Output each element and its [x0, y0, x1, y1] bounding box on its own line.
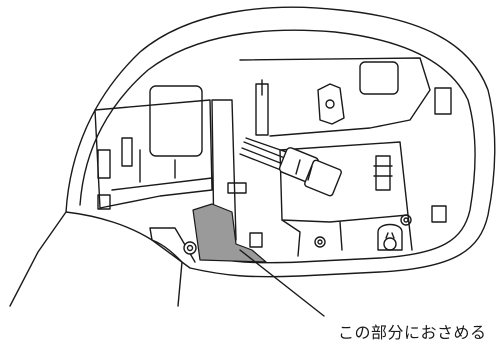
screw-cover-inner: [186, 244, 194, 252]
center-tab-bottom: [249, 232, 263, 248]
mirror-shell-outer: [65, 6, 496, 278]
center-tab-top: [227, 182, 247, 194]
shell-side-left: [9, 211, 67, 307]
connector-slot-ticks: [373, 165, 393, 177]
connector-slot: [375, 155, 391, 191]
bracket-lower-right-hole: [383, 237, 397, 251]
screw-lower-right: [400, 214, 412, 226]
caption-label: この部分におさめる: [338, 323, 487, 342]
connector-plug: [278, 147, 342, 197]
hook-hole: [325, 99, 335, 109]
screw-cover: [183, 241, 197, 255]
left-slot-2: [121, 137, 133, 167]
hook-bracket: [317, 83, 345, 125]
screw-center-inner: [317, 239, 323, 245]
connector-bracket-frame: [279, 141, 409, 223]
lower-rib: [281, 214, 413, 257]
highlighted-cover: [192, 203, 267, 263]
bracket-lower-right-clip: [385, 232, 395, 239]
mirror-shell-inner-rim: [79, 29, 476, 264]
bracket-lower-right: [377, 223, 403, 251]
left-slot-1: [97, 149, 111, 179]
center-post: [255, 79, 269, 136]
shell-side-right: [151, 239, 183, 307]
lower-right-tab: [431, 205, 447, 223]
screw-center: [314, 236, 326, 248]
left-divider: [111, 149, 213, 191]
upper-rib: [239, 57, 431, 137]
left-slot-3: [97, 194, 111, 210]
upper-right-tab-2: [434, 87, 452, 115]
left-window: [149, 85, 203, 157]
leader-line: [239, 249, 325, 317]
screw-lower-right-inner: [403, 217, 409, 223]
upper-right-tab: [359, 61, 399, 95]
wire-harness: [239, 137, 293, 173]
left-compartment: [94, 99, 213, 209]
